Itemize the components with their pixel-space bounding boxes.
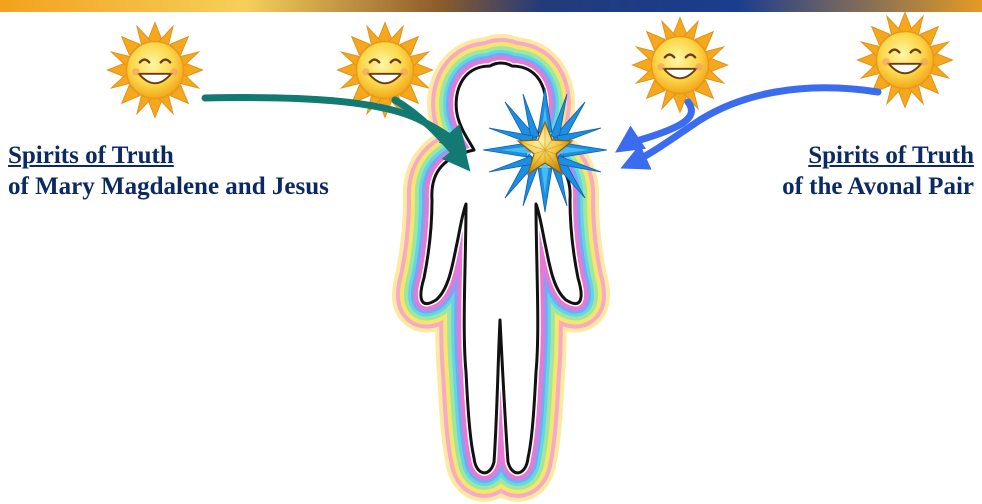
smiling-sun-icon [633,17,728,112]
right-label-title: Spirits of Truth [782,140,974,171]
right-label-subtitle: of the Avonal Pair [782,171,974,202]
smiling-sun-icon [108,22,203,117]
left-label-subtitle: of Mary Magdalene and Jesus [8,171,329,202]
left-label-title: Spirits of Truth [8,140,329,171]
left-label: Spirits of Truth of Mary Magdalene and J… [8,140,329,202]
right-label: Spirits of Truth of the Avonal Pair [782,140,974,202]
top-banner-strip [0,0,982,12]
